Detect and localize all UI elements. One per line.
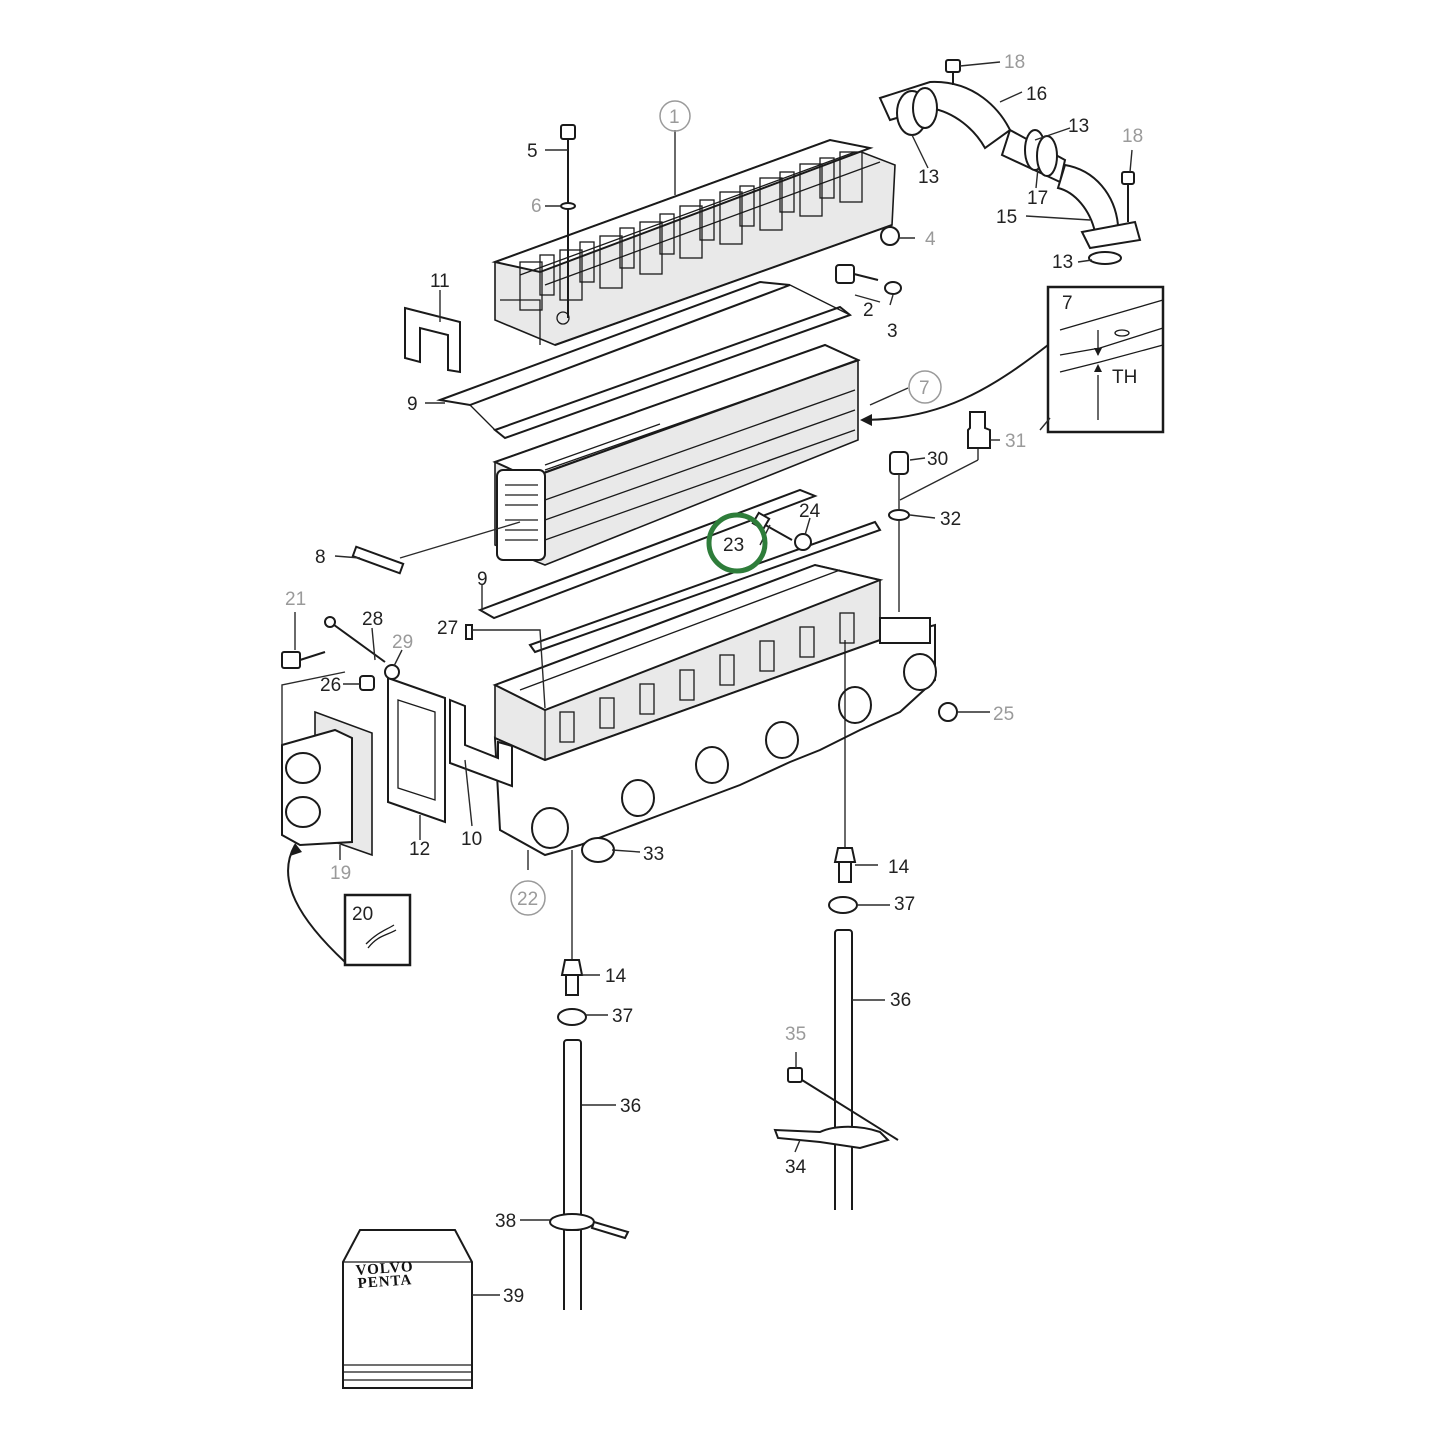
label-24: 24: [799, 501, 821, 522]
callout-circle-7: [908, 370, 942, 404]
top-cover-part: [491, 138, 896, 346]
label-10: 10: [461, 829, 482, 850]
label-14a: 14: [605, 966, 627, 987]
detail-label-th: TH: [1112, 367, 1137, 388]
inlet-19-part: [281, 710, 373, 857]
label-3: 3: [887, 321, 898, 342]
label-23: 23: [723, 535, 744, 556]
label-11: 11: [430, 271, 450, 292]
label-6: 6: [531, 196, 542, 217]
label-36a: 36: [620, 1096, 641, 1117]
label-38: 38: [495, 1211, 516, 1232]
cooler-core-part: [492, 343, 861, 566]
label-29: 29: [392, 632, 413, 653]
callout-circle-1: [659, 100, 691, 132]
bracket-11-part: [404, 306, 461, 374]
label-28: 28: [362, 609, 383, 630]
label-25: 25: [993, 704, 1014, 725]
label-22: 22: [517, 889, 538, 910]
label-13a: 13: [918, 167, 939, 188]
label-12: 12: [409, 839, 430, 860]
label-30: 30: [927, 449, 948, 470]
small-fasteners: [281, 616, 473, 691]
drain-line-left: [549, 850, 630, 1310]
label-9-upper: 9: [407, 394, 418, 415]
label-26: 26: [320, 675, 341, 696]
label-8: 8: [315, 547, 326, 568]
inset-arrow: [287, 844, 346, 963]
label-27: 27: [437, 618, 458, 639]
manual-39-part: VOLVO PENTA: [342, 1229, 473, 1389]
strip-8-part: [351, 545, 405, 575]
label-4: 4: [925, 229, 936, 250]
spring-inset-box: 20: [343, 893, 412, 967]
label-35: 35: [785, 1024, 806, 1045]
leader-lines: [281, 61, 1133, 1296]
label-36b: 36: [890, 990, 911, 1011]
manual-brand-volvo: VOLVO: [355, 1259, 414, 1279]
label-9-lower: 9: [477, 569, 488, 590]
nuts-bolts: [835, 226, 958, 722]
label-39: 39: [503, 1286, 524, 1307]
gasket-9-upper: [436, 280, 853, 440]
label-15: 15: [996, 207, 1017, 228]
thickness-detail-box: 7 TH: [1046, 285, 1165, 434]
detail-arrow: [861, 344, 1049, 421]
manual-brand-penta: PENTA: [357, 1272, 413, 1292]
label-13b: 13: [1068, 116, 1089, 137]
callout-circle-22: [510, 880, 546, 916]
detail-label-7: 7: [1062, 293, 1073, 314]
label-33: 33: [643, 844, 664, 865]
label-31: 31: [1005, 431, 1026, 452]
gasket-12-part: [387, 676, 446, 824]
drain-line-right: [773, 640, 899, 1210]
label-1: 1: [669, 107, 680, 128]
label-13c: 13: [1052, 252, 1073, 273]
label-37a: 37: [612, 1006, 633, 1027]
plug-sensor-parts: [888, 411, 991, 521]
label-34: 34: [785, 1157, 807, 1178]
label-17: 17: [1027, 188, 1048, 209]
label-18a: 18: [1004, 52, 1025, 73]
label-19: 19: [330, 863, 351, 884]
highlight-circle-23: [706, 512, 768, 574]
lower-housing-part: [492, 563, 937, 857]
label-7: 7: [919, 378, 930, 399]
label-18b: 18: [1122, 126, 1143, 147]
label-14b: 14: [888, 857, 910, 878]
label-16: 16: [1026, 84, 1047, 105]
label-20: 20: [352, 904, 373, 925]
label-21: 21: [285, 589, 306, 610]
label-32: 32: [940, 509, 961, 530]
label-2: 2: [863, 300, 874, 321]
label-37b: 37: [894, 894, 915, 915]
label-5: 5: [527, 141, 538, 162]
pipe-assembly-part: [878, 59, 1142, 265]
ring-33-part: [581, 837, 615, 863]
